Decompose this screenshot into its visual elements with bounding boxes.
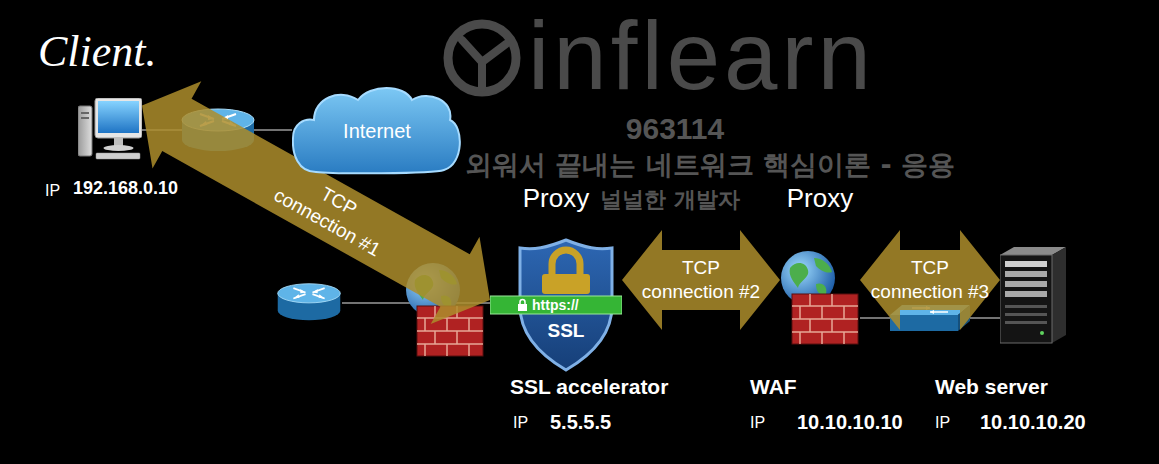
tcp-arrow	[622, 230, 780, 330]
waf-device: WAFIP10.10.10.10	[780, 250, 860, 345]
tcp-arrow	[142, 81, 490, 324]
client-pc: Client.IP192.168.0.10	[78, 98, 142, 160]
proxy-label: Proxy	[787, 184, 853, 213]
ip-address: 10.10.10.10	[797, 410, 903, 434]
device-name: WAF	[750, 374, 797, 399]
https-badge: https://	[532, 296, 579, 314]
watermark-logo-text: inflearn	[528, 8, 875, 104]
watermark-logo	[448, 24, 516, 92]
device-name: SSL accelerator	[510, 374, 668, 399]
watermark-number: 963114	[626, 114, 724, 144]
tcp-arrow	[860, 230, 1000, 330]
internet-cloud: Internet	[292, 84, 462, 176]
connection-label: TCP connection #1	[267, 161, 400, 264]
connection-label: TCP connection #2	[638, 256, 764, 304]
watermark-logo	[448, 24, 516, 92]
connection-label: TCP connection #3	[867, 256, 993, 304]
ip-address: 5.5.5.5	[550, 410, 611, 434]
proxy-label: Proxy	[523, 184, 589, 213]
watermark-title: 외워서 끝내는 네트워크 핵심이론 - 응용	[465, 150, 955, 180]
ip-key: IP	[45, 181, 60, 200]
watermark-author: 널널한 개발자	[600, 188, 740, 212]
client-pc-icon	[78, 98, 142, 159]
cloud-label: Internet	[343, 119, 411, 143]
web-server: Web serverIP10.10.10.20	[1000, 245, 1066, 345]
waf-device-shape	[780, 250, 860, 345]
ip-key: IP	[935, 413, 950, 432]
shield-label: SSL	[548, 320, 585, 343]
watermark-logo	[462, 40, 506, 88]
ip-address: 10.10.10.20	[980, 410, 1086, 434]
internet-cloud-icon	[293, 88, 460, 173]
device-name: Web server	[935, 374, 1048, 399]
ssl-accelerator: https://SSLSSL acceleratorIP5.5.5.5	[490, 236, 622, 372]
router-icon	[278, 284, 341, 320]
waf-device-icon	[781, 251, 858, 344]
ip-key: IP	[750, 413, 765, 432]
client-label: Client.	[38, 28, 157, 76]
client-pc-shape	[78, 98, 142, 160]
web-server-icon	[1000, 247, 1066, 343]
ip-key: IP	[513, 413, 528, 432]
ip-address: 192.168.0.10	[73, 178, 178, 200]
web-server-shape	[1000, 245, 1066, 345]
ssl-accelerator-icon	[490, 240, 622, 370]
